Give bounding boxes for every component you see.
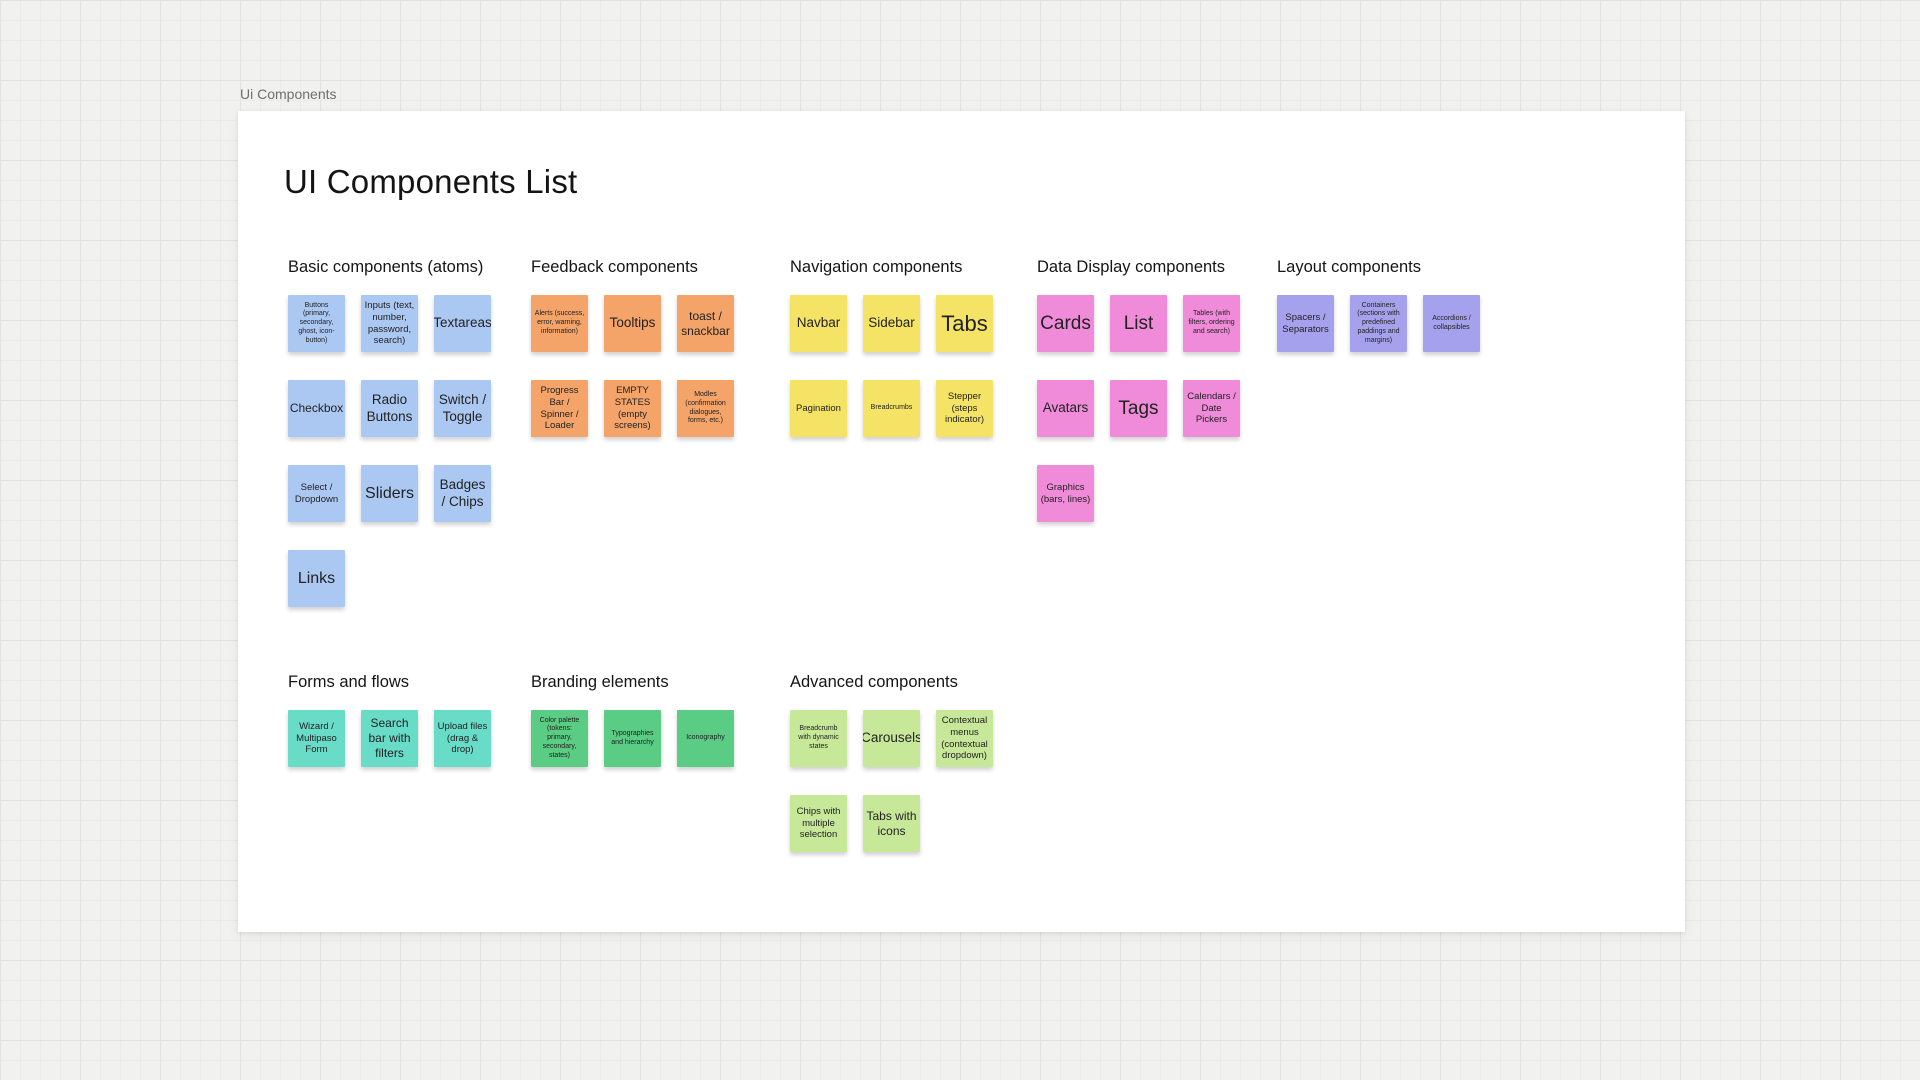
sticky-note[interactable]: Avatars <box>1037 380 1094 437</box>
section-title[interactable]: Branding elements <box>531 673 669 691</box>
section-title[interactable]: Basic components (atoms) <box>288 258 484 276</box>
sticky-note[interactable]: Tabs <box>936 295 993 352</box>
sticky-note[interactable]: Inputs (text, number, password, search) <box>361 295 418 352</box>
sticky-note[interactable]: Sliders <box>361 465 418 522</box>
sticky-note[interactable]: Pagination <box>790 380 847 437</box>
sticky-note[interactable]: Accordions / collapsibles <box>1423 295 1480 352</box>
sticky-note[interactable]: Textareas <box>434 295 491 352</box>
section-title[interactable]: Advanced components <box>790 673 958 691</box>
frame-label[interactable]: Ui Components <box>240 86 337 102</box>
sticky-note[interactable]: Modles (confirmation dialogues, forms, e… <box>677 380 734 437</box>
sticky-note[interactable]: List <box>1110 295 1167 352</box>
sticky-note-grid: Wizard / Multipaso Form Search bar with f… <box>288 710 498 767</box>
section-advanced-components: Advanced components Breadcrumb with dyna… <box>790 673 1000 852</box>
sticky-note-grid: Spacers / Separators Containers (sections… <box>1277 295 1487 352</box>
sticky-note[interactable]: Carousels <box>863 710 920 767</box>
section-title[interactable]: Data Display components <box>1037 258 1226 276</box>
section-data-display-components: Data Display components Cards List Tables … <box>1037 258 1247 522</box>
sticky-note[interactable]: Alerts (success, error, warning, informa… <box>531 295 588 352</box>
sticky-note[interactable]: Containers (sections with predefined pad… <box>1350 295 1407 352</box>
sticky-note[interactable]: Wizard / Multipaso Form <box>288 710 345 767</box>
section-title[interactable]: Navigation components <box>790 258 963 276</box>
sticky-note[interactable]: toast / snackbar <box>677 295 734 352</box>
sticky-note[interactable]: Select / Dropdown <box>288 465 345 522</box>
sticky-note[interactable]: Badges / Chips <box>434 465 491 522</box>
sticky-note[interactable]: Upload files (drag & drop) <box>434 710 491 767</box>
sticky-note[interactable]: Links <box>288 550 345 607</box>
sticky-note[interactable]: Calendars / Date Pickers <box>1183 380 1240 437</box>
section-basic-components: Basic components (atoms) Buttons (primar… <box>288 258 498 607</box>
page-title[interactable]: UI Components List <box>284 163 578 200</box>
sticky-note[interactable]: Search bar with filters <box>361 710 418 767</box>
sticky-note[interactable]: EMPTY STATES (empty screens) <box>604 380 661 437</box>
sticky-note[interactable]: Iconography <box>677 710 734 767</box>
section-title[interactable]: Feedback components <box>531 258 698 276</box>
section-forms-and-flows: Forms and flows Wizard / Multipaso Form S… <box>288 673 498 767</box>
sticky-note[interactable]: Navbar <box>790 295 847 352</box>
sticky-note[interactable]: Sidebar <box>863 295 920 352</box>
sticky-note[interactable]: Spacers / Separators <box>1277 295 1334 352</box>
sticky-note[interactable]: Contextual menus (contextual dropdown) <box>936 710 993 767</box>
sticky-note[interactable]: Switch / Toggle <box>434 380 491 437</box>
sticky-note[interactable]: Typographies and hierarchy <box>604 710 661 767</box>
sticky-note[interactable]: Breadcrumbs <box>863 380 920 437</box>
section-feedback-components: Feedback components Alerts (success, err… <box>531 258 741 437</box>
sticky-note[interactable]: Color palette (tokens: primary, secondar… <box>531 710 588 767</box>
sticky-note[interactable]: Graphics (bars, lines) <box>1037 465 1094 522</box>
section-title[interactable]: Layout components <box>1277 258 1422 276</box>
sticky-note-grid: Color palette (tokens: primary, secondar… <box>531 710 741 767</box>
whiteboard-frame: UI Components List Basic components (ato… <box>238 111 1685 932</box>
sticky-note[interactable]: Checkbox <box>288 380 345 437</box>
section-branding-elements: Branding elements Color palette (tokens:… <box>531 673 741 767</box>
sticky-note-grid: Cards List Tables (with filters, ordering … <box>1037 295 1247 522</box>
sticky-note[interactable]: Radio Buttons <box>361 380 418 437</box>
sticky-note[interactable]: Cards <box>1037 295 1094 352</box>
sticky-note[interactable]: Tooltips <box>604 295 661 352</box>
section-title[interactable]: Forms and flows <box>288 673 410 691</box>
sticky-note[interactable]: Breadcrumb with dynamic states <box>790 710 847 767</box>
section-layout-components: Layout components Spacers / Separators Co… <box>1277 258 1487 352</box>
sticky-note[interactable]: Tags <box>1110 380 1167 437</box>
sticky-note[interactable]: Progress Bar / Spinner / Loader <box>531 380 588 437</box>
sticky-note-grid: Alerts (success, error, warning, informa… <box>531 295 741 437</box>
sticky-note[interactable]: Tabs with icons <box>863 795 920 852</box>
sticky-note-grid: Buttons (primary, secondary, ghost, icon… <box>288 295 498 607</box>
sticky-note[interactable]: Chips with multiple selection <box>790 795 847 852</box>
sticky-note[interactable]: Stepper (steps indicator) <box>936 380 993 437</box>
sticky-note[interactable]: Tables (with filters, ordering and searc… <box>1183 295 1240 352</box>
sticky-note[interactable]: Buttons (primary, secondary, ghost, icon… <box>288 295 345 352</box>
